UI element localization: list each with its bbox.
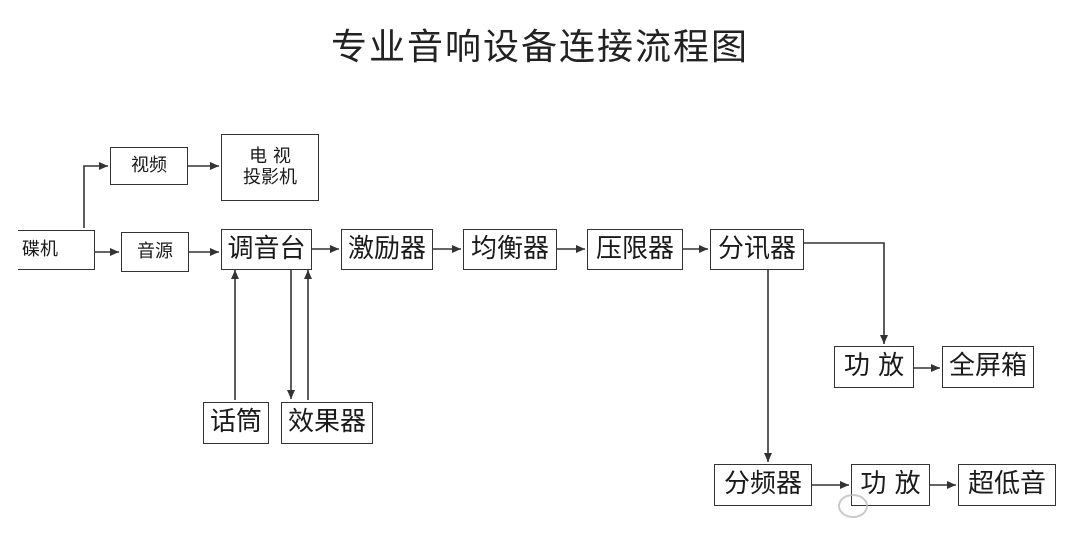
equalizer-label: 均衡器 (470, 233, 549, 264)
amp2-label: 功 放 (860, 469, 921, 500)
tv-projector-box: 电 视 投影机 (221, 134, 319, 201)
player-box: 碟机 (18, 230, 95, 270)
subwoofer-label: 超低音 (967, 469, 1046, 500)
limiter-label: 压限器 (595, 233, 674, 264)
amp2-box: 功 放 (851, 464, 930, 506)
crossover-label: 分频器 (723, 469, 802, 500)
video-label: 视频 (131, 154, 167, 176)
full-range-box: 全屏箱 (942, 346, 1034, 388)
arrow-splitter-to-amp1 (804, 242, 888, 344)
exciter-label: 激励器 (347, 233, 426, 264)
player-label: 碟机 (22, 238, 58, 260)
equalizer-box: 均衡器 (463, 229, 557, 270)
projector-label: 投影机 (243, 166, 297, 188)
effects-label: 效果器 (287, 407, 366, 438)
mic-label: 话筒 (209, 407, 262, 438)
tv-label: 电 视 (249, 145, 291, 167)
source-label: 音源 (137, 240, 173, 262)
mic-box: 话筒 (203, 402, 269, 444)
limiter-box: 压限器 (587, 229, 683, 270)
arrow-player-to-video (83, 162, 108, 228)
mixer-box: 调音台 (221, 229, 312, 270)
splitter-label: 分讯器 (717, 233, 796, 264)
amp1-box: 功 放 (834, 346, 914, 388)
crossover-box: 分频器 (714, 464, 812, 506)
mixer-label: 调音台 (227, 233, 306, 264)
subwoofer-box: 超低音 (958, 464, 1056, 506)
watermark (838, 486, 1074, 526)
video-box: 视频 (110, 147, 188, 185)
source-box: 音源 (121, 232, 189, 272)
splitter-box: 分讯器 (710, 229, 804, 270)
exciter-box: 激励器 (341, 229, 433, 270)
amp1-label: 功 放 (843, 351, 905, 382)
full-range-label: 全屏箱 (948, 351, 1027, 382)
wechat-logo-icon (838, 494, 868, 518)
effects-box: 效果器 (281, 402, 373, 444)
page-title: 专业音响设备连接流程图 (330, 27, 749, 68)
